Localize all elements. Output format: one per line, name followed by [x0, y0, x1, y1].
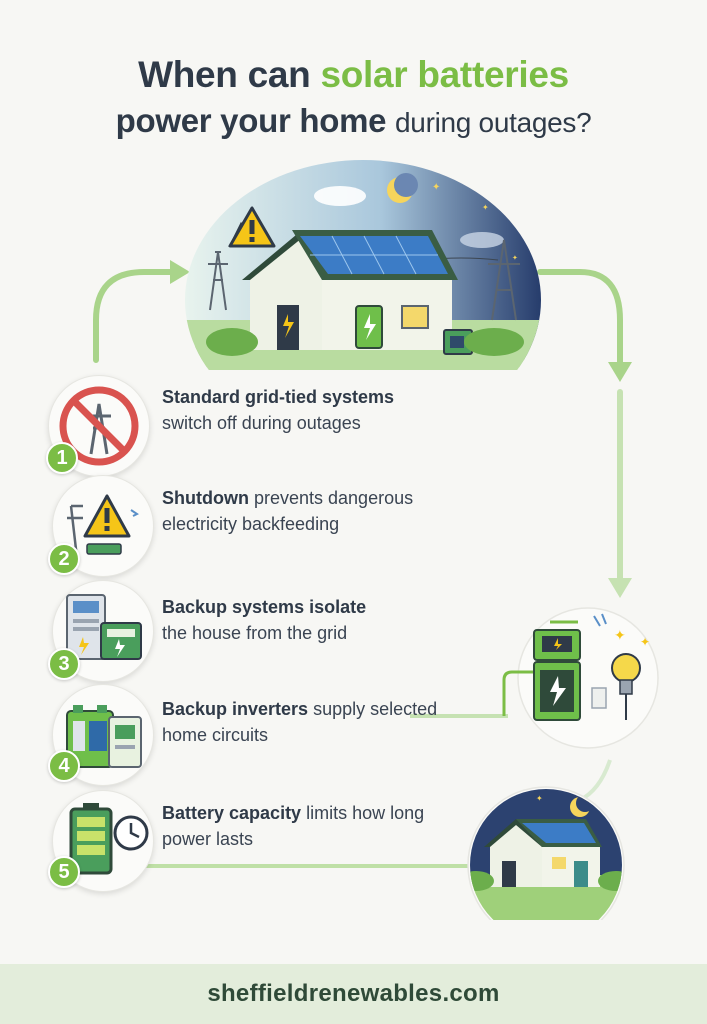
step-3-number: 3 [48, 648, 80, 680]
svg-text:✦: ✦ [536, 794, 543, 803]
svg-text:✦: ✦ [512, 254, 518, 262]
battery-lightbulb-illustration: ✦ ✦ [502, 607, 659, 749]
house-hero-illustration: ✦ ✦ ✦ [185, 160, 541, 370]
footer-website-link[interactable]: sheffieldrenewables.com [207, 980, 500, 1007]
step-2-number: 2 [48, 543, 80, 575]
step-2-bold: Shutdown [162, 488, 249, 508]
step-2-rest: prevents dangerous electricity backfeedi… [162, 488, 414, 534]
step-1-text: Standard grid-tied systems switch off du… [162, 384, 472, 436]
warning-triangle-icon [228, 206, 276, 248]
pylon-left-icon [208, 251, 228, 311]
step-5-bold: Battery capacity [162, 803, 302, 823]
step-3-text: Backup systems isolate the house from th… [162, 594, 472, 646]
step-2-text: Shutdown prevents dangerous electricity … [162, 485, 472, 537]
page-title: When can solar batteries power your home… [0, 52, 707, 146]
step-5-text: Battery capacity limits how long power l… [162, 800, 472, 852]
title-line2-main: power your home [115, 102, 396, 139]
step-4-text: Backup inverters supply selected home ci… [162, 696, 472, 748]
step-3-bold: Backup systems isolate [162, 597, 367, 617]
step-1-number: 1 [46, 442, 78, 474]
battery-clock-icon [69, 803, 149, 875]
svg-text:✦: ✦ [432, 182, 440, 193]
step-3-rest: the house from the grid [162, 623, 348, 643]
svg-text:✦: ✦ [482, 203, 489, 212]
backup-isolation-unit-icon [66, 594, 142, 660]
title-line2-small: during outages? [395, 107, 592, 138]
title-line1-plain: When can [138, 54, 321, 95]
step-1-bold: Standard grid-tied systems [162, 387, 395, 407]
step-5-circle [52, 790, 154, 892]
night-house-illustration: ✦ ✦ [467, 786, 625, 920]
step-4-number: 4 [48, 750, 80, 782]
step-4-rest: supply selected home circuits [162, 699, 438, 745]
footer-bar: sheffieldrenewables.com [0, 964, 707, 1024]
svg-text:✦: ✦ [614, 628, 626, 644]
step-1-rest: switch off during outages [162, 413, 361, 433]
title-line1-accent: solar batteries [320, 54, 569, 95]
backup-inverter-icon [66, 705, 142, 768]
step-5-number: 5 [48, 856, 80, 888]
step-4-bold: Backup inverters [162, 699, 309, 719]
no-grid-pylon-icon [59, 386, 139, 466]
svg-text:✦: ✦ [640, 635, 650, 649]
step-5-rest: limits how long power lasts [162, 803, 425, 849]
